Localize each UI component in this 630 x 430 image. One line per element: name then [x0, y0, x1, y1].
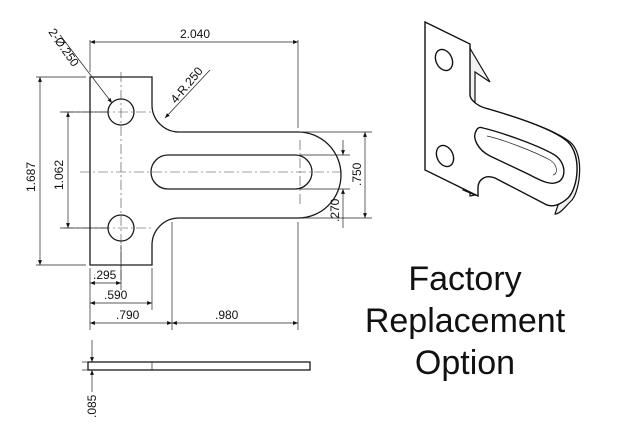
hole-x-text: .295	[93, 268, 117, 282]
slot-length-text: .980	[215, 308, 239, 322]
thickness-text: .085	[85, 394, 99, 418]
plate-outline	[89, 76, 342, 266]
isometric-view	[424, 20, 581, 215]
slot	[150, 154, 313, 190]
caption-line-2: Replacement	[364, 302, 566, 340]
radius-callout-text: 4-R.250	[168, 64, 206, 106]
hole-callout-text: 2-Ø.250	[46, 26, 83, 70]
flange-width-text: .590	[104, 288, 128, 302]
front-view	[36, 34, 372, 330]
overall-height-text: 1.687	[24, 162, 38, 192]
caption-line-1: Factory	[408, 260, 522, 298]
caption-line-3: Option	[414, 344, 516, 382]
slot-width-text: .750	[350, 162, 364, 186]
overall-width-text: 2.040	[180, 27, 210, 41]
slot-offset-text: .270	[328, 198, 342, 222]
arm-start-text: .790	[116, 308, 140, 322]
hole-spacing-text: 1.062	[52, 160, 66, 190]
side-view	[82, 340, 311, 392]
caption: Factory Replacement Option	[330, 258, 600, 384]
